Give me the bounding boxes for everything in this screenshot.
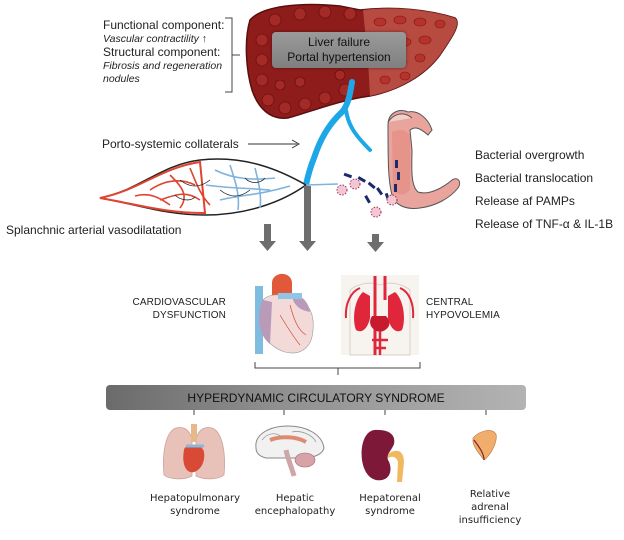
collaterals-label: Porto-systemic collaterals [102,137,239,151]
arrow-to-cardiovascular-1 [259,224,276,251]
outcome-hepatopulmonary: Hepatopulmonary syndrome [140,492,250,518]
brain-icon [255,425,325,477]
liver-failure-box: Liver failure Portal hypertension [272,32,406,68]
lungs-icon [163,424,225,480]
functional-component-label: Functional component: [103,18,225,32]
outcome-line: syndrome [365,506,415,517]
structural-component-detail-1: Fibrosis and regeneration [103,60,223,72]
outcome-line: encephalopathy [254,506,336,517]
functional-component-detail: Vascular contractility ↑ [103,33,208,45]
intestine-icon [387,110,461,209]
structural-component-label: Structural component: [103,45,221,59]
cardiovascular-dysfunction-label: CARDIOVASCULAR DYSFUNCTION [126,296,226,322]
syndrome-banner-text: HYPERDYNAMIC CIRCULATORY SYNDROME [187,390,445,405]
collaterals-arrow [248,139,301,149]
outcome-line: adrenal [471,502,509,513]
outcome-line: insufficiency [458,515,522,526]
arrow-to-cardiovascular-2 [299,186,316,251]
outcome-line: Relative [469,489,511,500]
gut-effect-item: Bacterial overgrowth [475,148,585,162]
hypovolemia-line-2: HYPOVOLEMIA [426,310,500,321]
outcome-line: Hepatopulmonary [149,493,240,504]
outcome-line: Hepatic [275,493,315,504]
outcome-adrenal: Relative adrenal insufficiency [450,488,530,527]
torso-circulation-icon [341,275,419,356]
cardiovascular-line-1: CARDIOVASCULAR [132,297,226,308]
gut-effect-item: Release af PAMPs [475,194,575,208]
outcome-line: syndrome [170,506,220,517]
syndrome-banner: HYPERDYNAMIC CIRCULATORY SYNDROME [106,385,526,410]
components-bracket [225,17,240,93]
outcome-hepatorenal: Hepatorenal syndrome [345,492,435,518]
gut-effect-item: Release of TNF-α & IL-1B [475,217,614,231]
banner-ticks [193,410,487,415]
cardiovascular-line-2: DYSFUNCTION [152,310,226,321]
vasodilatation-label: Splanchnic arterial vasodilatation [6,223,182,237]
central-hypovolemia-label: CENTRAL HYPOVOLEMIA [426,296,500,322]
arrow-to-hypovolemia [367,234,384,252]
outcome-encephalopathy: Hepatic encephalopathy [245,492,345,518]
down-arrows [259,186,384,252]
merge-bracket [254,362,421,375]
bacteria-icons [336,160,400,218]
outcome-line: Hepatorenal [359,493,421,504]
splanchnic-vascular-bed-icon [99,158,339,216]
adrenal-gland-icon [472,430,497,461]
kidney-icon [361,429,404,482]
portal-hypertension-label: Portal hypertension [287,50,391,64]
hypovolemia-line-1: CENTRAL [426,297,474,308]
liver-failure-label: Liver failure [307,35,371,49]
heart-icon [255,273,314,354]
structural-component-detail-2: nodules [103,73,140,85]
gut-effect-item: Bacterial translocation [475,171,594,185]
portal-vein [303,79,372,188]
